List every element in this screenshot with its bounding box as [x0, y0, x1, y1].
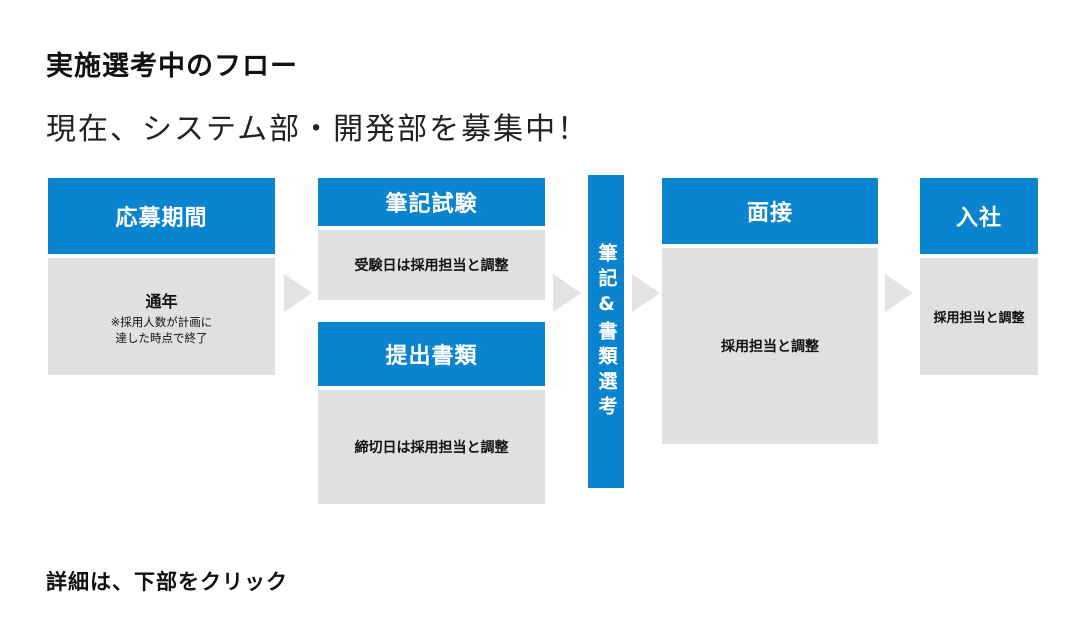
step-application-body: 通年 ※採用人数が計画に 達した時点で終了	[48, 258, 275, 375]
step-documents-header: 提出書類	[318, 322, 545, 386]
step-documents-text: 締切日は採用担当と調整	[354, 440, 509, 456]
step-written-exam-body: 受験日は採用担当と調整	[318, 230, 545, 300]
step-documents-header-label: 提出書類	[385, 344, 478, 369]
step-application-header: 応募期間	[48, 178, 275, 254]
step-documents-body: 締切日は採用担当と調整	[318, 390, 545, 504]
flow-arrow-3	[632, 274, 660, 312]
details-link[interactable]: 詳細は、下部をクリック	[46, 570, 288, 594]
step-interview-text: 採用担当と調整	[721, 339, 819, 355]
step-application: 応募期間 通年 ※採用人数が計画に 達した時点で終了	[48, 178, 275, 375]
flow-arrow-2	[553, 274, 581, 312]
step-application-note-2: 達した時点で終了	[115, 330, 208, 345]
screening-bar: 筆記&書類選考	[588, 175, 624, 488]
step-interview-body: 採用担当と調整	[662, 248, 878, 444]
page-title: 実施選考中のフロー	[46, 51, 298, 82]
screening-bar-label: 筆記&書類選考	[595, 242, 618, 421]
step-application-main: 通年	[145, 291, 178, 311]
step-joining-header: 入社	[920, 178, 1038, 254]
step-written-exam-header-label: 筆記試験	[385, 192, 478, 217]
step-written-exam: 筆記試験 受験日は採用担当と調整	[318, 178, 545, 300]
step-application-header-label: 応募期間	[115, 206, 208, 231]
step-joining-body: 採用担当と調整	[920, 258, 1038, 375]
flow-arrow-4	[885, 274, 913, 312]
step-interview: 面接 採用担当と調整	[662, 178, 878, 444]
step-application-note-1: ※採用人数が計画に	[110, 314, 213, 329]
step-written-exam-header: 筆記試験	[318, 178, 545, 226]
step-interview-header-label: 面接	[746, 201, 793, 226]
step-written-exam-text: 受験日は採用担当と調整	[354, 258, 509, 274]
step-documents: 提出書類 締切日は採用担当と調整	[318, 322, 545, 504]
page-subtitle: 現在、システム部・開発部を募集中！	[46, 112, 590, 147]
step-interview-header: 面接	[662, 178, 878, 244]
step-joining-text: 採用担当と調整	[933, 311, 1025, 326]
step-joining-header-label: 入社	[955, 206, 1002, 231]
step-joining: 入社 採用担当と調整	[920, 178, 1038, 375]
flow-arrow-1	[284, 274, 312, 312]
